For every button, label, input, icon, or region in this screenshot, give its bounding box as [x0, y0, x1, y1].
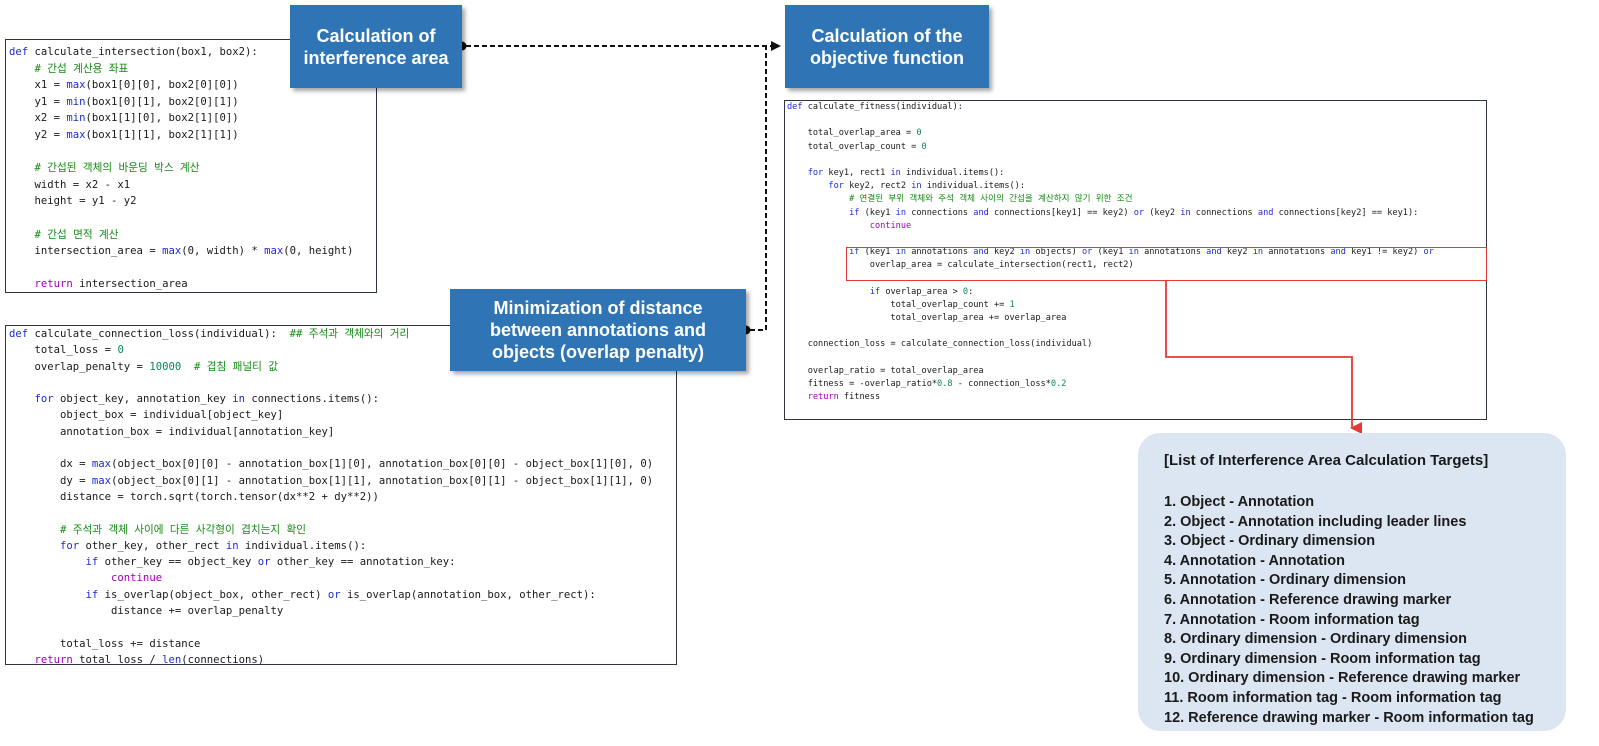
code-line: total_overlap_area += overlap_area — [787, 313, 1067, 323]
code-line: y1 = min(box1[0][1], box2[0][1]) — [9, 95, 239, 108]
code-line: if is_overlap(object_box, other_rect) or… — [9, 588, 596, 601]
code-line: dy = max(object_box[0][1] - annotation_b… — [9, 474, 654, 487]
code-line: for other_key, other_rect in individual.… — [9, 539, 367, 552]
code-line: fitness = -overlap_ratio*0.8 - connectio… — [787, 378, 1067, 389]
targets-title: [List of Interference Area Calculation T… — [1164, 452, 1489, 469]
code-line: x1 = max(box1[0][0], box2[0][0]) — [9, 79, 239, 92]
code-line: dx = max(object_box[0][0] - annotation_b… — [9, 458, 654, 471]
code-line: return intersection_area — [9, 278, 188, 291]
intersection-title: Calculation of interference area — [303, 25, 449, 68]
code-line: connection_loss = calculate_connection_l… — [787, 339, 1093, 350]
target-item: 2. Object - Annotation including leader … — [1164, 513, 1467, 530]
code-line: distance += overlap_penalty — [9, 605, 284, 618]
code-line: # 연결된 부위 객체와 주석 객체 사이의 간섭을 계산하지 않기 위한 조건 — [787, 194, 1133, 205]
fitness-code: def calculate_fitness(individual): total… — [785, 101, 1486, 404]
code-line: if (key1 in annotations and key2 in obje… — [787, 247, 1434, 258]
code-line: # 주석과 객체 사이에 다른 사각형이 겹치는지 확인 — [9, 523, 306, 536]
code-line: total_overlap_count = 0 — [787, 141, 927, 152]
code-line: intersection_area = max(0, width) * max(… — [9, 245, 354, 258]
code-line: if (key1 in connections and connections[… — [787, 207, 1419, 218]
code-line: total_loss = 0 — [9, 344, 124, 357]
code-line: for key2, rect2 in individual.items(): — [787, 181, 1026, 192]
target-item: 6. Annotation - Reference drawing marker — [1164, 591, 1452, 608]
targets-list: 1. Object - Annotation 2. Object - Annot… — [1164, 493, 1566, 728]
code-line: overlap_ratio = total_overlap_area — [787, 365, 984, 376]
target-item: 11. Room information tag - Room informat… — [1164, 689, 1502, 706]
fitness-code-panel: def calculate_fitness(individual): total… — [784, 100, 1487, 420]
code-line: total_loss += distance — [9, 637, 201, 650]
objective-title: Calculation of the objective function — [809, 25, 964, 68]
target-item: 3. Object - Ordinary dimension — [1164, 533, 1376, 550]
code-line: x2 = min(box1[1][0], box2[1][0]) — [9, 112, 239, 125]
code-line: return total_loss / len(connections) — [9, 653, 265, 665]
code-line: total_overlap_count += 1 — [787, 299, 1015, 310]
code-line: height = y1 - y2 — [9, 195, 137, 208]
code-line: y2 = max(box1[1][1], box2[1][1]) — [9, 128, 239, 141]
code-line: for key1, rect1 in individual.items(): — [787, 167, 1005, 178]
code-line: def calculate_intersection(box1, box2): — [9, 46, 258, 58]
code-line: width = x2 - x1 — [9, 178, 131, 191]
code-line: overlap_penalty = 10000 # 겹침 패널티 값 — [9, 360, 278, 373]
intersection-code: def calculate_intersection(box1, box2): … — [6, 40, 376, 292]
target-item: 7. Annotation - Room information tag — [1164, 611, 1420, 628]
code-line: annotation_box = individual[annotation_k… — [9, 425, 335, 438]
code-line: distance = torch.sqrt(torch.tensor(dx**2… — [9, 490, 379, 503]
minimization-title: Minimization of distance between annotat… — [489, 298, 707, 362]
overlap-condition-highlight — [846, 247, 1487, 281]
code-line: continue — [9, 572, 163, 585]
code-line: # 간섭 면적 계산 — [9, 228, 119, 241]
code-line: overlap_area = calculate_intersection(re… — [787, 260, 1134, 271]
connection-loss-code-panel: def calculate_connection_loss(individual… — [5, 325, 677, 665]
code-line: if overlap_area > 0: — [787, 286, 974, 297]
code-line: # 간섭 계산용 좌표 — [9, 62, 129, 75]
code-line: for object_key, annotation_key in connec… — [9, 393, 379, 406]
interference-targets-panel: [List of Interference Area Calculation T… — [1138, 433, 1566, 731]
intersection-title-box: Calculation of interference area — [290, 5, 462, 88]
code-line: if other_key == object_key or other_key … — [9, 556, 456, 569]
target-item: 10. Ordinary dimension - Reference drawi… — [1164, 670, 1521, 687]
target-item: 1. Object - Annotation — [1164, 494, 1315, 510]
target-item: 9. Ordinary dimension - Room information… — [1164, 650, 1481, 667]
target-item: 5. Annotation - Ordinary dimension — [1164, 572, 1406, 589]
connection-loss-code: def calculate_connection_loss(individual… — [6, 326, 676, 665]
code-line: def calculate_fitness(individual): — [787, 102, 963, 112]
target-item: 8. Ordinary dimension - Ordinary dimensi… — [1164, 631, 1467, 648]
target-item: 4. Annotation - Annotation — [1164, 552, 1345, 569]
minimization-title-box: Minimization of distance between annotat… — [450, 289, 746, 371]
objective-title-box: Calculation of the objective function — [785, 5, 989, 88]
code-line: def calculate_connection_loss(individual… — [9, 328, 410, 340]
target-item: 12. Reference drawing marker - Room info… — [1164, 709, 1534, 726]
code-line: # 간섭된 객체의 바운딩 박스 계산 — [9, 162, 200, 175]
code-line: return fitness — [787, 392, 881, 403]
code-line: object_box = individual[object_key] — [9, 409, 284, 422]
code-line: total_overlap_area = 0 — [787, 128, 922, 139]
intersection-to-objective-connector — [457, 41, 781, 51]
highlight-to-list-connector — [1165, 281, 1362, 434]
code-line: continue — [787, 220, 912, 231]
